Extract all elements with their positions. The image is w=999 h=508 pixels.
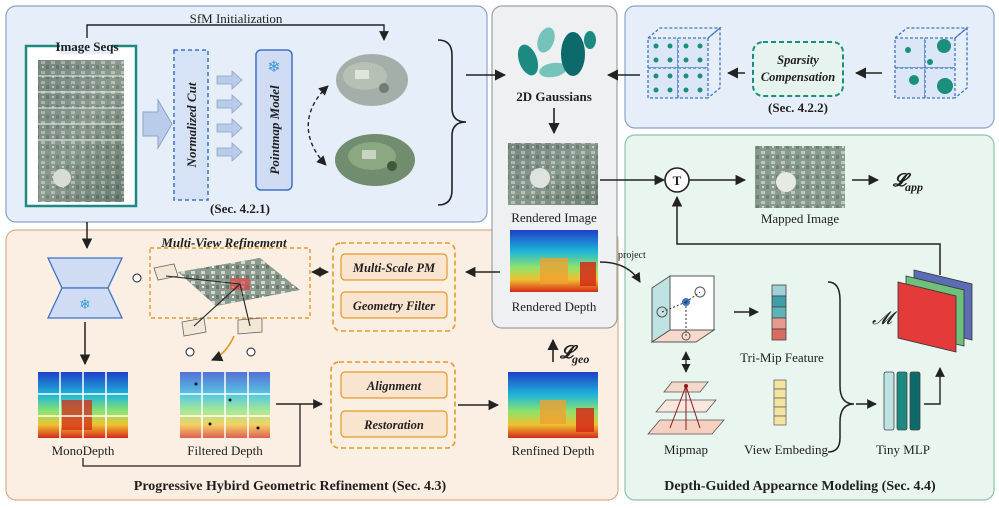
- sparsity-line2: Compensation: [761, 70, 835, 84]
- rendered-depth-label: Rendered Depth: [512, 299, 597, 314]
- gaussians-icon: [517, 27, 596, 78]
- curly-brace: [437, 39, 467, 206]
- geometry-filter-box: [340, 291, 448, 319]
- geometry-filter-label: Geometry Filter: [353, 299, 435, 313]
- tri-mip-feature-label: Tri-Mip Feature: [740, 350, 824, 365]
- mapped-image: [755, 146, 845, 208]
- l-geo-sub: geo: [571, 352, 589, 366]
- point-cloud-top: [336, 54, 408, 106]
- sfm-init-label: SfM Initialization: [190, 11, 283, 26]
- progressive-title: Progressive Hybird Geometric Refinement …: [134, 479, 447, 494]
- triplane-projection: [650, 275, 716, 343]
- project-arrow: [599, 261, 641, 283]
- snowflake-icon: ❄: [267, 59, 280, 76]
- sec-421-label: (Sec. 4.2.1): [210, 201, 270, 216]
- appearance-map-planes: [897, 269, 973, 353]
- multi-scale-pm-label: Multi-Scale PM: [352, 261, 436, 275]
- rendered-image: [508, 143, 598, 205]
- multi-view-refinement-label: Multi-View Refinement: [160, 235, 287, 250]
- cube-grid-left: [647, 26, 722, 99]
- image-seqs-label: Image Seqs: [55, 39, 118, 54]
- rendered-depth: [510, 230, 598, 292]
- tiny-mlp-icon: [883, 371, 921, 431]
- pointmap-model-label: Pointmap Model: [267, 85, 282, 175]
- rendered-image-label: Rendered Image: [511, 210, 597, 225]
- refined-depth-image: [508, 372, 598, 438]
- sfm-init-line: [86, 24, 389, 41]
- feedback-to-transform: [671, 195, 941, 275]
- view-embeding-label: View Embeding: [744, 442, 829, 457]
- pointmap-model-box: [255, 49, 293, 191]
- filtered-depth-label: Filtered Depth: [187, 443, 263, 458]
- cube-dots-right: [905, 39, 953, 94]
- cube-dots-left: [653, 43, 703, 93]
- feature-brace: [827, 281, 855, 453]
- dashed-cycle-arrow: [307, 85, 329, 166]
- restoration-box: [340, 410, 448, 438]
- tri-mip-feature-stack: [771, 284, 787, 341]
- depth-guided-title: Depth-Guided Appearnce Modeling (Sec. 4.…: [664, 479, 936, 494]
- image-sequence-stack: [38, 60, 124, 202]
- mipmap-label: Mipmap: [664, 442, 708, 457]
- filtered-depth-image: [180, 372, 270, 438]
- tiny-mlp-label: Tiny MLP: [876, 442, 930, 457]
- gaussians-label: 2D Gaussians: [516, 89, 592, 104]
- normalized-cut-label: Normalized Cut: [184, 82, 199, 168]
- m-symbol: 𝓜: [872, 308, 898, 328]
- monodepth-label: MonoDepth: [52, 443, 115, 458]
- view-embedding-stack: [773, 379, 787, 426]
- encoder-snowflake-icon: ❄: [79, 298, 91, 313]
- normalized-cut-box: [173, 49, 209, 201]
- mapped-image-label: Mapped Image: [761, 211, 840, 226]
- panel-progressive-refinement: [5, 229, 619, 501]
- point-cloud-bottom: [335, 134, 415, 186]
- l-app-sub: app: [905, 180, 923, 194]
- sparsity-line1: Sparsity: [777, 53, 819, 67]
- pm-filter-group: [332, 242, 456, 332]
- cut-to-model-arrows: [216, 70, 243, 162]
- alignment-box: [340, 371, 448, 399]
- transform-symbol: T: [673, 173, 682, 188]
- multi-view-scene: [132, 258, 300, 357]
- mipmap-pyramid: [647, 381, 725, 435]
- multi-view-refinement-box: [149, 247, 311, 319]
- monodepth-image: [38, 372, 128, 438]
- big-flow-arrow: [142, 98, 173, 150]
- refined-depth-label: Renfined Depth: [512, 443, 595, 458]
- depth-encoder: [46, 257, 124, 319]
- align-restore-group: [330, 361, 456, 449]
- multi-scale-pm-box: [340, 253, 448, 281]
- restoration-label: Restoration: [363, 418, 424, 432]
- cube-grid-right: [894, 26, 969, 99]
- project-label: project: [618, 250, 646, 261]
- sparsity-compensation-box: [752, 41, 844, 97]
- sec-422-label: (Sec. 4.2.2): [768, 100, 828, 115]
- alignment-label: Alignment: [366, 379, 422, 393]
